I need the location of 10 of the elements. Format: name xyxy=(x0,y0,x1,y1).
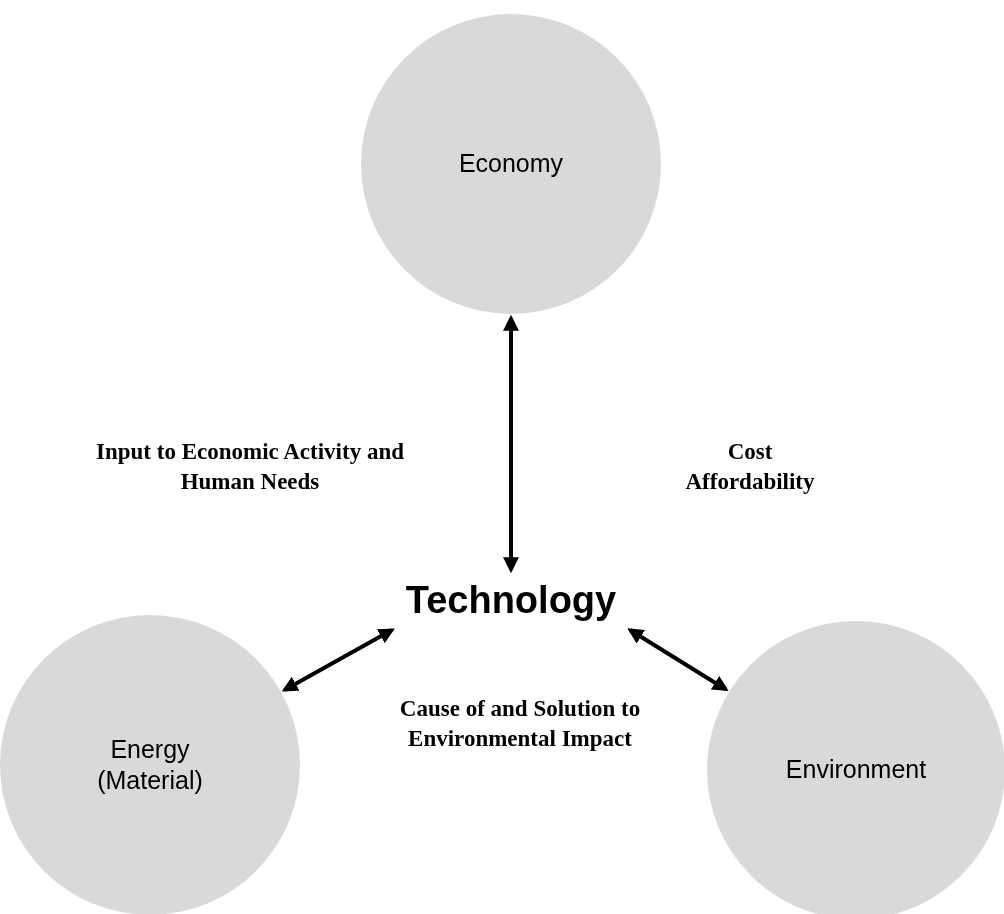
node-label: Environment xyxy=(785,754,927,786)
double-arrow xyxy=(627,628,729,692)
relation-label: Cause of and Solution to Environmental Impact xyxy=(398,695,642,753)
double-arrow xyxy=(503,314,519,574)
node-label: Economy xyxy=(458,148,564,180)
relation-label: Input to Economic Activity and Human Needs xyxy=(95,438,405,496)
node-label: Energy (Material) xyxy=(96,733,204,796)
double-arrow xyxy=(281,628,395,692)
central-label: Technology xyxy=(392,572,630,628)
relation-label: Cost Affordability xyxy=(684,438,816,496)
